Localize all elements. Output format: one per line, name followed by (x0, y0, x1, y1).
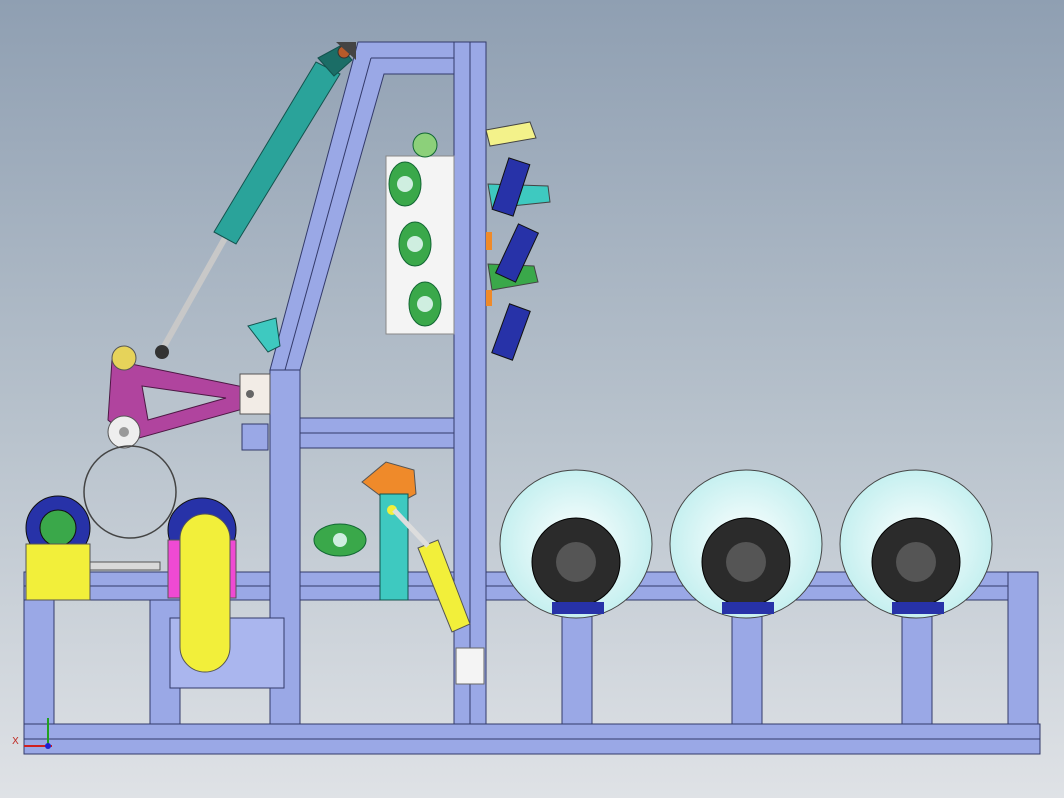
wheel-2 (669, 469, 823, 619)
post-left (23, 599, 55, 725)
x-axis-label: X (12, 736, 19, 747)
xyz-axes-icon (24, 718, 52, 749)
slanted-beam (269, 41, 455, 371)
hoop-ring (83, 445, 177, 539)
bearing-block (385, 132, 455, 335)
post-right (1007, 571, 1039, 725)
blue-cylinder-set (485, 121, 551, 361)
post-wheel-3 (901, 599, 933, 725)
lower-bearing (313, 523, 367, 557)
upper-frame (269, 41, 471, 724)
yellow-slot-plate (167, 497, 285, 689)
wheel-3 (839, 469, 993, 619)
magenta-arm (107, 317, 281, 451)
left-roller (25, 495, 161, 601)
teal-cylinder (155, 42, 356, 359)
wheel-1 (499, 469, 653, 619)
post-wheel-1 (561, 599, 593, 725)
post-wheel-2 (731, 599, 763, 725)
orange-bracket-assembly (361, 461, 485, 685)
